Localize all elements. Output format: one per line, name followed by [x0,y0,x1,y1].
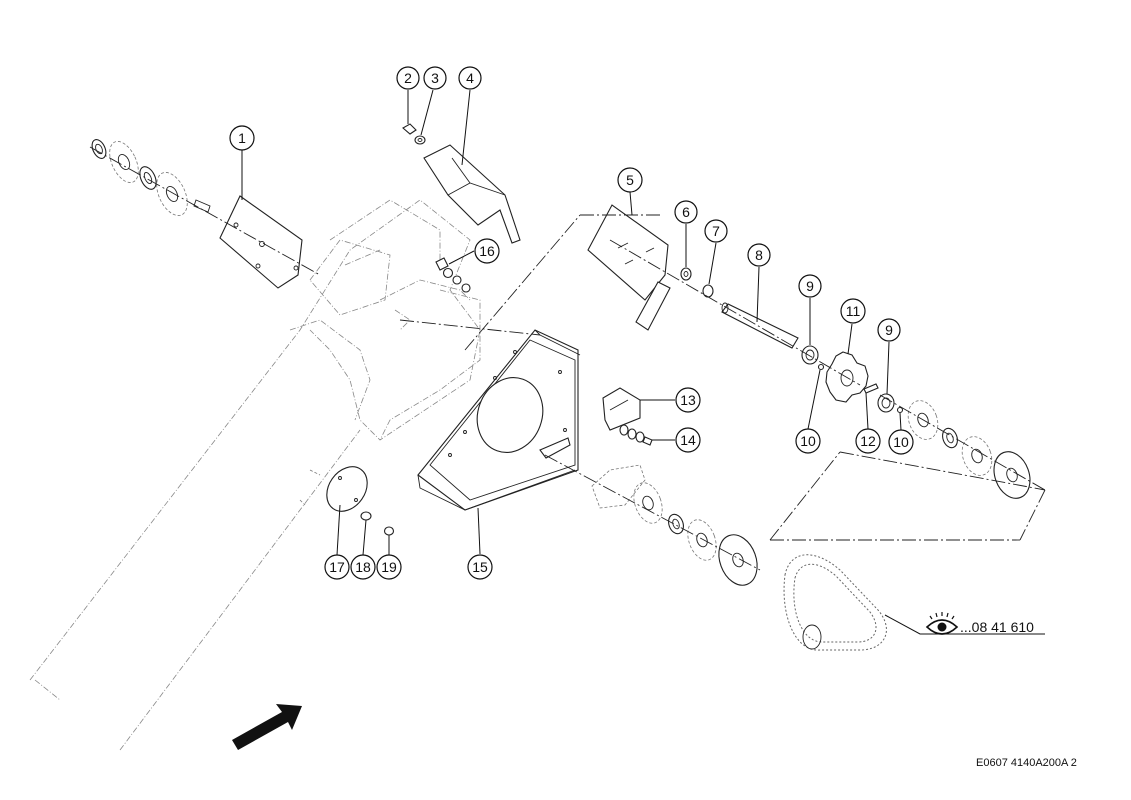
callout-label: 16 [479,243,495,259]
callout-label: 7 [712,223,720,239]
eye-icon [925,612,959,635]
callout-10-b: 10 [888,429,914,455]
callout-15: 15 [467,554,493,580]
part-8-shaft [721,302,799,349]
callout-7: 7 [704,219,728,243]
callout-17: 17 [324,554,350,580]
callout-16: 16 [474,238,500,264]
callout-label: 2 [404,70,412,86]
callout-label: 18 [355,559,371,575]
callout-12: 12 [855,428,881,454]
arrow-icon [232,704,302,750]
part-18-nut [360,511,372,521]
callout-18: 18 [350,554,376,580]
callout-8: 8 [747,243,771,267]
part-10-circlip-a [817,363,825,371]
part-19-nut [383,526,395,536]
callout-14: 14 [675,427,701,453]
reference-number: ...08 41 610 [960,619,1034,635]
part-5-plate [587,204,671,331]
callout-label: 11 [846,303,861,319]
callout-19: 19 [376,554,402,580]
callout-10-a: 10 [795,428,821,454]
callout-9-a: 9 [798,274,822,298]
part-16-bolts [435,257,471,293]
part-15-housing [417,329,581,511]
callout-label: 4 [466,70,474,86]
callout-label: 10 [893,434,909,450]
callout-1: 1 [229,125,255,151]
leader-lines [241,89,1045,635]
callout-label: 9 [806,278,814,294]
callout-2: 2 [396,66,420,90]
part-10-circlip-b [896,406,904,414]
callout-13: 13 [675,387,701,413]
part-7-nut [702,284,714,298]
drive-chain [783,554,887,651]
callout-label: 17 [329,559,345,575]
callout-3: 3 [423,66,447,90]
callout-label: 14 [680,432,696,448]
callout-label: 12 [860,433,876,449]
part-2-screw [402,123,417,135]
part-14-bolts [619,424,653,446]
part-9-bearing-a [801,345,819,365]
callout-label: 9 [885,322,893,338]
callout-label: 10 [800,433,816,449]
right-bearing-stack [907,400,1031,499]
center-lines [399,214,1046,571]
part-13-bracket [602,387,641,431]
callout-5: 5 [617,167,643,193]
part-17-disc [326,466,368,512]
callout-6: 6 [674,200,698,224]
left-bearing-stack [91,139,211,216]
phantom-frame [29,199,481,751]
part-1-plate [89,146,321,289]
part-6-washer [680,267,692,281]
callout-label: 6 [682,204,690,220]
callout-label: 5 [626,172,634,188]
part-12-key [863,383,879,394]
part-4-cover [423,144,521,244]
part-9-bearing-b [877,393,895,413]
callout-label: 8 [755,247,763,263]
part-3-washer [414,135,426,145]
callout-label: 13 [680,392,696,408]
lower-bearing-stack [591,464,758,586]
callout-label: 19 [381,559,397,575]
callout-11: 11 [840,298,866,324]
callout-4: 4 [458,66,482,90]
callout-9-b: 9 [877,318,901,342]
callout-label: 15 [472,559,488,575]
callout-label: 3 [431,70,439,86]
drawing-number: E0607 4140A200A 2 [976,757,1077,769]
callout-label: 1 [238,130,246,146]
